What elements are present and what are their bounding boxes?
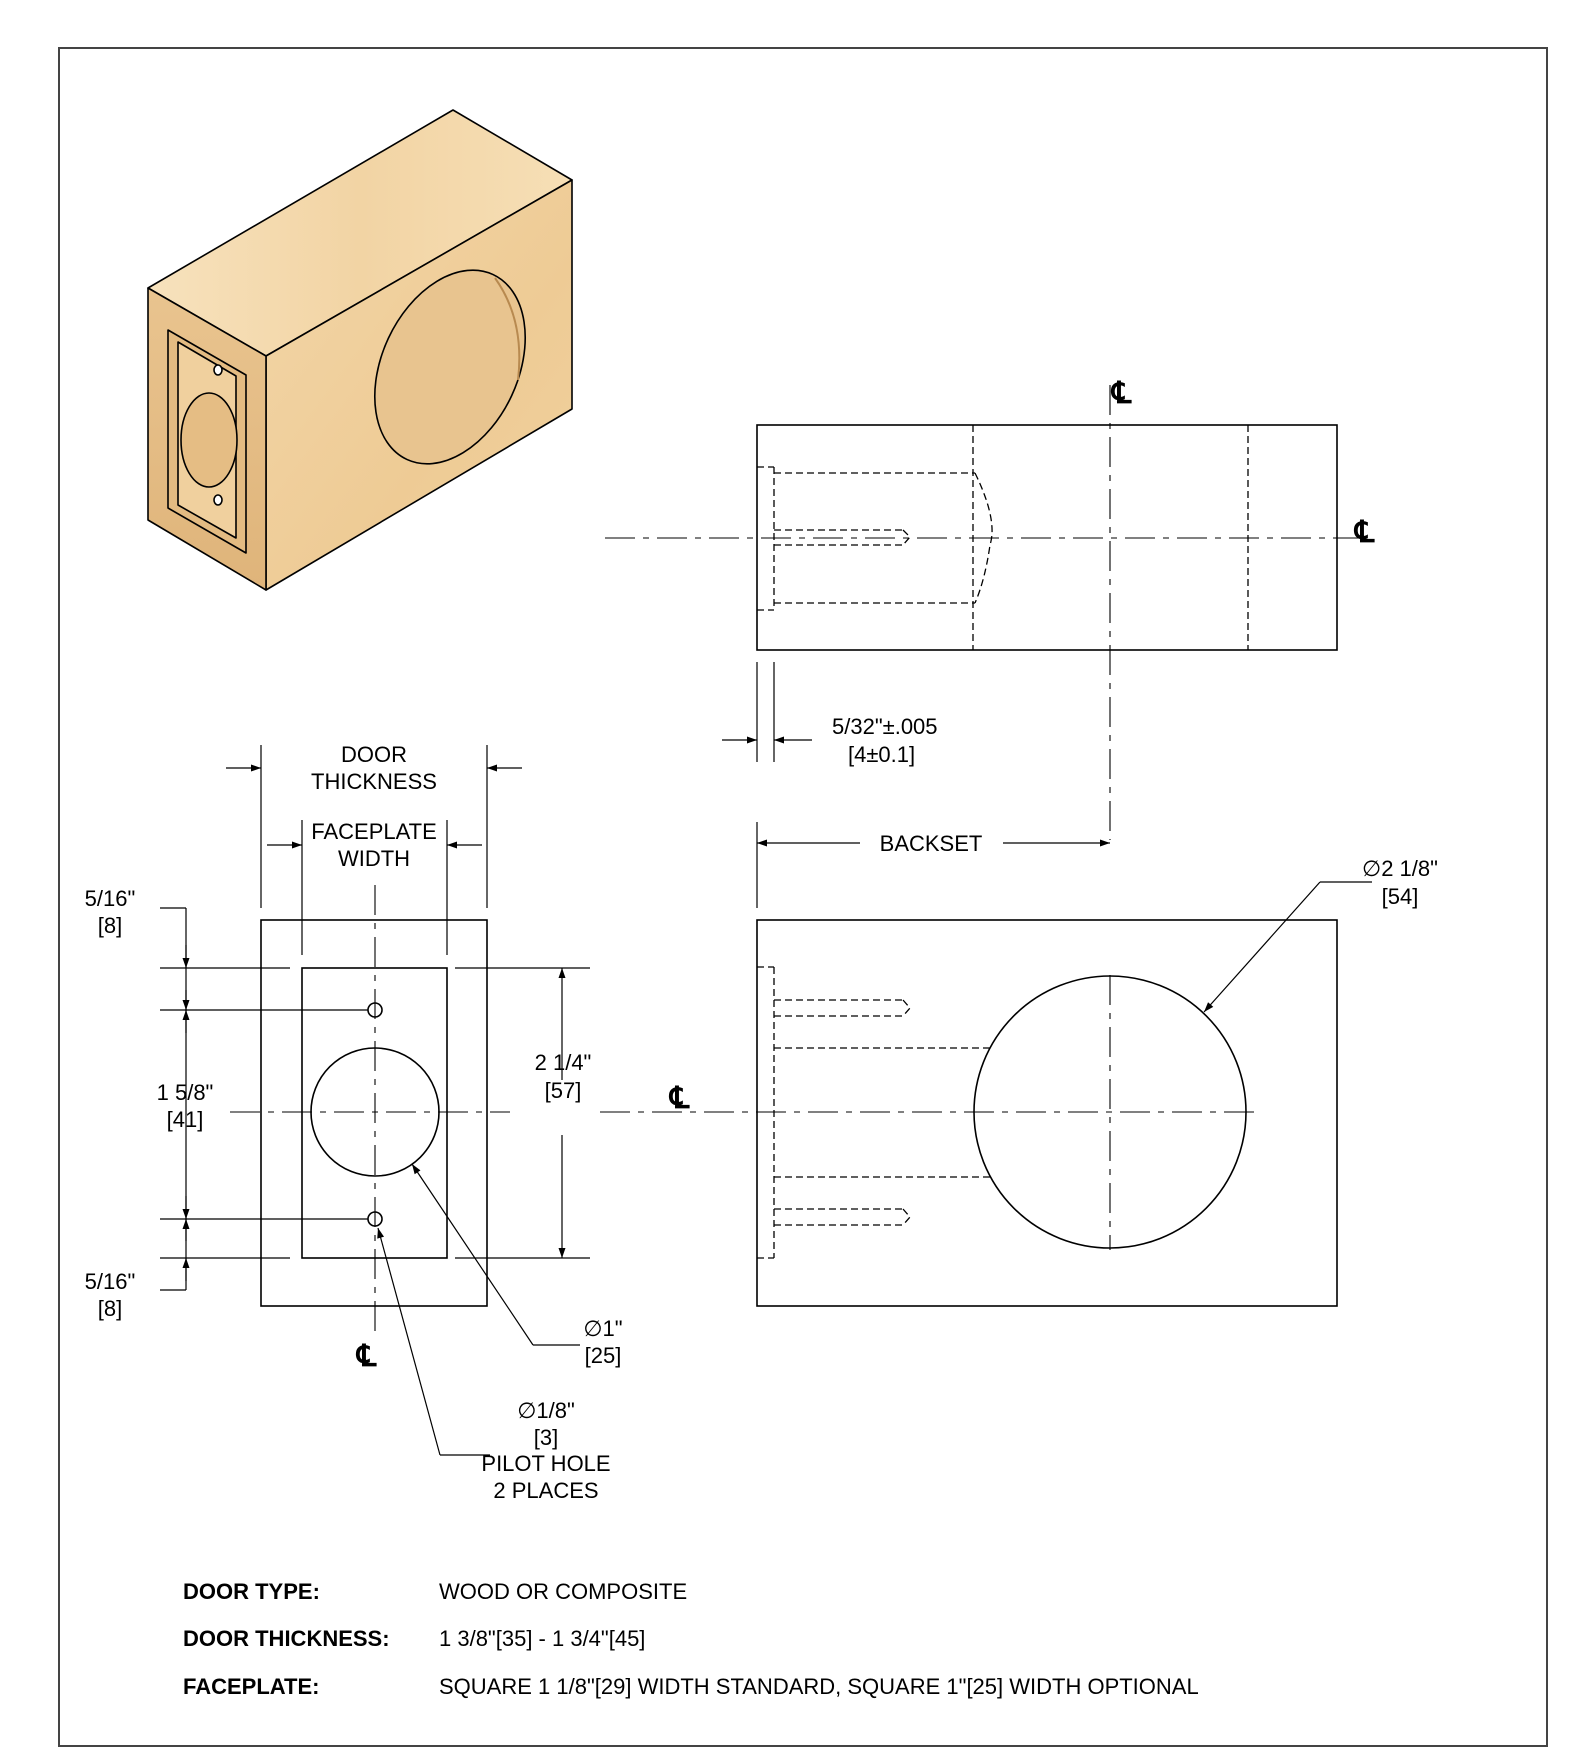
dim-pilot-hole-note-1: PILOT HOLE (481, 1451, 610, 1476)
technical-drawing: ℄ ℄ 5/32"±.005 [4±0.1] BACKSET (85, 109, 1438, 1503)
isometric-block (147, 109, 573, 591)
centerline-symbol-bottom: ℄ (355, 1340, 377, 1373)
dim-pilot-hole-metric: [3] (534, 1425, 558, 1450)
dim-latch-dia-metric: [25] (585, 1343, 622, 1368)
dim-faceplate-height-metric: [57] (545, 1078, 582, 1103)
dim-faceplate-height-value: 2 1/4" (535, 1050, 592, 1075)
door-thickness-label-1: DOOR (341, 742, 407, 767)
dim-top-offset-metric: [8] (98, 913, 122, 938)
dim-edge-setback-value: 5/32"±.005 (832, 714, 938, 739)
dim-backset-label: BACKSET (880, 831, 983, 856)
centerline-symbol-top: ℄ (1110, 377, 1132, 410)
dim-pilot-hole-leader (377, 1227, 490, 1456)
edge-view (230, 885, 510, 1336)
faceplate-width-label-2: WIDTH (338, 846, 410, 871)
block-pilot-hole-top (213, 364, 223, 376)
block-bore-hole (373, 269, 527, 465)
dim-pilot-hole-note-2: 2 PLACES (493, 1478, 598, 1503)
dim-edge-setback (722, 662, 812, 762)
dim-door-thickness (226, 745, 522, 908)
door-thickness-label-2: THICKNESS (311, 769, 437, 794)
spec-label: DOOR THICKNESS: (183, 1626, 390, 1651)
side-view (600, 919, 1338, 1307)
dim-bottom-offset-metric: [8] (98, 1296, 122, 1321)
spec-row-faceplate: FACEPLATE: SQUARE 1 1/8"[29] WIDTH STANDA… (183, 1674, 1199, 1700)
side-view-outline (756, 919, 1338, 1307)
top-view (605, 385, 1365, 840)
dim-edge-setback-metric: [4±0.1] (848, 742, 915, 767)
dim-hole-spacing-value: 1 5/8" (157, 1080, 214, 1105)
dim-faceplate-width (267, 820, 482, 955)
dim-bore-dia-leader (1203, 881, 1372, 1013)
spec-label: FACEPLATE: (183, 1674, 320, 1699)
block-latch-hole (180, 392, 238, 488)
faceplate-width-label-1: FACEPLATE (311, 819, 437, 844)
spec-row-door-type: DOOR TYPE: WOOD OR COMPOSITE (183, 1579, 687, 1605)
dim-faceplate-height (455, 967, 590, 1259)
dim-latch-dia-leader (411, 1163, 580, 1346)
dim-pilot-hole-value: ∅1/8" (517, 1398, 575, 1423)
centerline-symbol-mid: ℄ (668, 1082, 690, 1115)
dim-bore-dia-value: ∅2 1/8" (1362, 856, 1438, 881)
spec-value: 1 3/8"[35] - 1 3/4"[45] (439, 1626, 646, 1651)
dim-top-offset-value: 5/16" (85, 886, 136, 911)
spec-value: SQUARE 1 1/8"[29] WIDTH STANDARD, SQUARE… (439, 1674, 1199, 1699)
block-pilot-hole-bottom (213, 494, 223, 506)
spec-label: DOOR TYPE: (183, 1579, 320, 1604)
spec-value: WOOD OR COMPOSITE (439, 1579, 688, 1604)
dim-bore-dia-metric: [54] (1382, 884, 1419, 909)
edge-view-outline (260, 919, 488, 1307)
spec-row-door-thickness: DOOR THICKNESS: 1 3/8"[35] - 1 3/4"[45] (183, 1626, 645, 1652)
dim-backset (756, 822, 1110, 908)
dim-left-vertical (160, 907, 368, 1291)
dim-bottom-offset-value: 5/16" (85, 1269, 136, 1294)
dim-latch-dia-value: ∅1" (583, 1316, 622, 1341)
dim-hole-spacing-metric: [41] (167, 1107, 204, 1132)
centerline-symbol-right: ℄ (1353, 516, 1375, 549)
